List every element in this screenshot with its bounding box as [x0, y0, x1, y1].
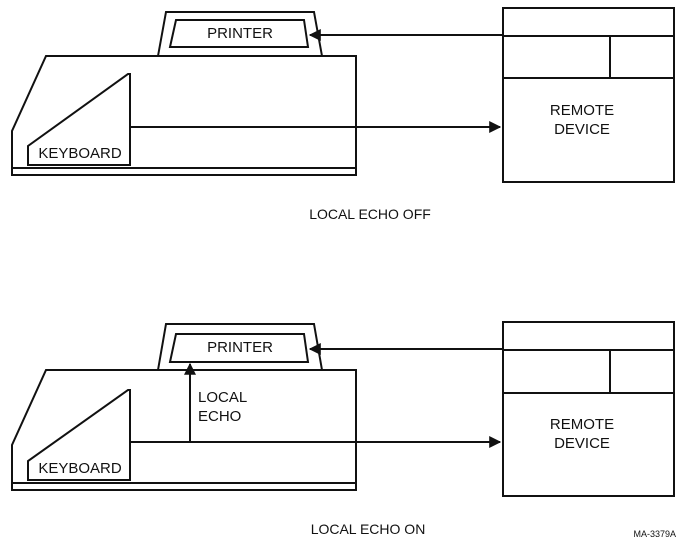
keyboard-label: KEYBOARD [38, 460, 122, 477]
remote-device-label-line1: REMOTE [550, 102, 614, 119]
printer-label: PRINTER [207, 25, 273, 42]
printer-label: PRINTER [207, 339, 273, 356]
echo-on-caption: LOCAL ECHO ON [311, 521, 426, 537]
remote-device-label-line2: DEVICE [554, 435, 610, 452]
remote-device-box [503, 8, 674, 182]
remote-device-label-line2: DEVICE [554, 121, 610, 138]
figure-id: MA-3379A [633, 529, 676, 539]
local-echo-label-line1: LOCAL [198, 389, 247, 406]
echo-off-caption: LOCAL ECHO OFF [309, 206, 431, 222]
keyboard-label: KEYBOARD [38, 145, 122, 162]
remote-device-box [503, 322, 674, 496]
local-echo-label-line2: ECHO [198, 408, 241, 425]
remote-device-label-line1: REMOTE [550, 416, 614, 433]
